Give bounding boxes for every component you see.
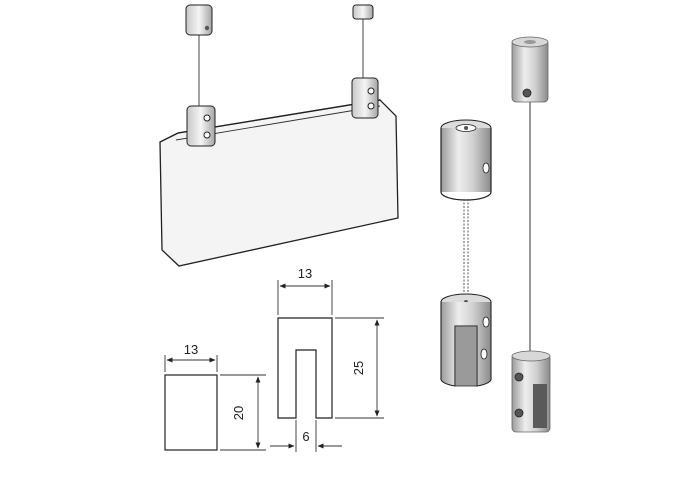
sign-panel <box>159 99 399 267</box>
small-block-dimension-drawing: 13 20 <box>164 342 266 451</box>
screw-icon <box>204 25 210 31</box>
small-block-height-label: 20 <box>231 406 246 420</box>
slot-width-label: 6 <box>302 429 309 444</box>
slotted-block-outline <box>277 317 333 419</box>
screw-icon <box>203 114 211 122</box>
slotted-block-height-label: 25 <box>351 361 366 375</box>
cable-icon <box>463 199 469 300</box>
panel-clamp-left <box>186 105 216 147</box>
slotted-block-dimension-drawing: 13 25 6 <box>270 266 384 452</box>
small-block-width-label: 13 <box>184 342 198 357</box>
small-block-outline <box>164 374 218 451</box>
cable-fitting-assembly-middle <box>440 119 492 387</box>
screw-icon <box>480 348 488 360</box>
screw-icon <box>482 162 490 174</box>
hanging-sign-illustration <box>159 4 399 267</box>
screw-icon <box>367 102 375 110</box>
screw-icon <box>514 372 524 382</box>
screw-icon <box>522 88 532 98</box>
screw-icon <box>203 131 211 139</box>
screw-icon <box>367 87 375 95</box>
slotted-block-width-label: 13 <box>298 266 312 281</box>
panel-clamp-right <box>351 77 379 119</box>
screw-icon <box>514 408 524 418</box>
ceiling-fitting-left <box>185 4 213 36</box>
ceiling-fitting-right <box>352 4 374 20</box>
screw-icon <box>482 316 490 328</box>
cable-fitting-assembly-right <box>511 36 551 433</box>
